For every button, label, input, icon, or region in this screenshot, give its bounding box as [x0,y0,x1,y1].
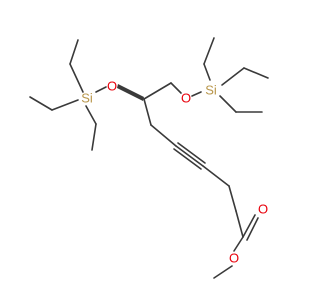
bond-c7-c8 [143,82,172,100]
carbonyl-bond-2 [246,217,259,241]
bond-si2-ethylB-tail [243,67,269,79]
atom-label-si1: Si [81,91,93,106]
bond-si2-ethylB [221,67,245,86]
atom-label-o4: O [229,251,239,266]
molecule-drawing: O Si O Si O O [29,37,269,279]
bond-si1-ethylC [85,105,97,125]
alkyne-bond-3 [173,148,202,170]
structure-canvas: O Si O Si O O [29,37,269,279]
bond-c1-o4 [233,236,244,252]
bond-c2-c1 [235,210,244,238]
bond-o2-si2 [191,91,202,97]
atom-label-o1: O [107,79,117,94]
bond-si1-o1 [95,86,107,93]
alkyne-bond-2 [177,142,206,164]
bond-ethylC-tail [91,123,97,151]
atom-label-si2: Si [205,83,217,98]
right-silyl-ether-chain [143,37,269,113]
main-carbon-chain [143,98,244,238]
methyl-ester-group [213,214,259,279]
bond-ethylB-tail [29,96,53,111]
bond-c4-c3 [202,165,230,187]
bond-si1-ethylA [69,63,84,93]
bond-si2-ethylA-tail [203,37,215,65]
bond-c7-c6 [143,98,152,126]
atom-label-o3: O [258,202,268,217]
bond-c6-c5 [150,124,177,147]
bond-c3-c2 [228,185,237,212]
carbonyl-bond-1 [242,214,256,238]
alkyne-bond-1 [175,145,204,167]
stereo-wedge-bond [117,84,144,101]
atom-label-o2: O [181,91,191,106]
bond-ethylA-tail [69,39,79,65]
bond-o4-methyl [213,265,233,279]
bond-si2-ethylA [203,63,211,81]
bond-si2-ethylC [219,95,237,113]
bond-si1-ethylB [51,99,79,111]
left-triethylsilyl-group [29,39,107,151]
bond-c8-o2 [170,82,182,94]
